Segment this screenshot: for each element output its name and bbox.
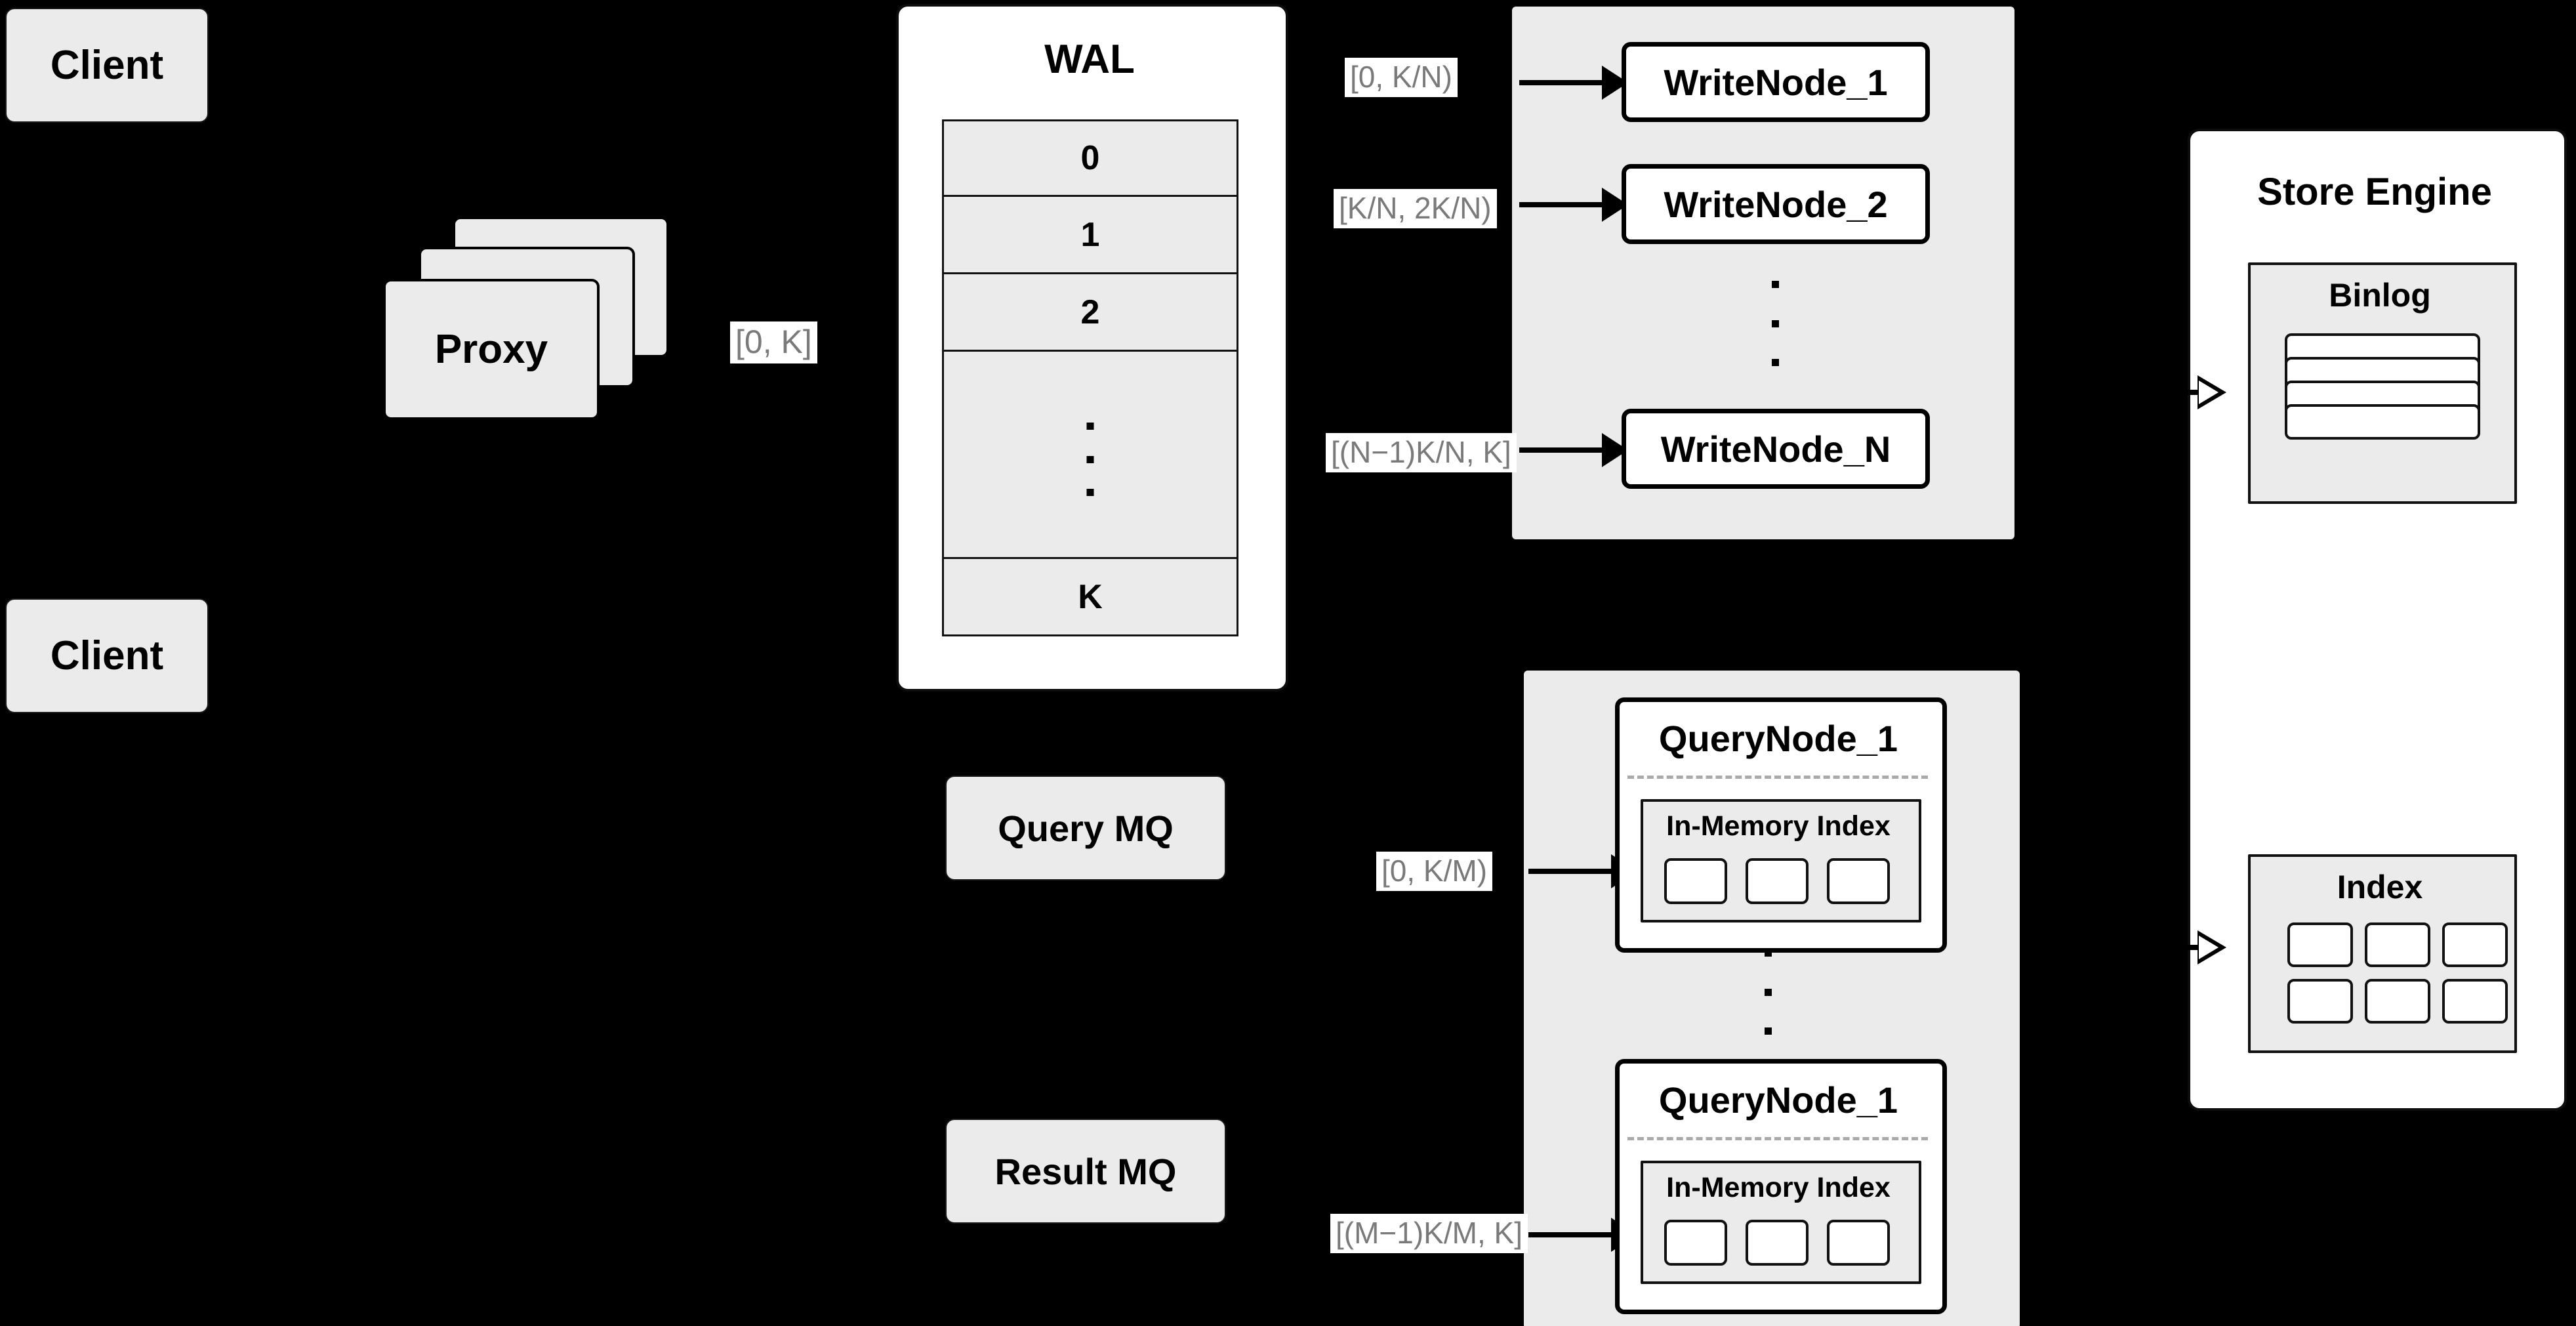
write-node-2-label: WriteNode_2 [1664, 183, 1888, 225]
arrow-line-write-node-1 [1519, 80, 1605, 85]
result-mq-box[interactable]: Result MQ [945, 1119, 1226, 1224]
query-mq-box[interactable]: Query MQ [945, 776, 1226, 881]
arrow-line-index-feed [2158, 945, 2201, 950]
wal-title-text: WAL [1044, 36, 1135, 82]
query-node-1-segment-1[interactable] [1664, 858, 1727, 904]
result-mq-label: Result MQ [994, 1150, 1177, 1192]
index-title: Index [2251, 867, 2509, 907]
arrow-line-write-node-n [1519, 447, 1605, 453]
write-node-1-label: WriteNode_1 [1664, 61, 1888, 103]
client-1-label: Client [50, 43, 164, 88]
edge-label-write-node-n: [(N−1)K/N, K] [1326, 433, 1517, 472]
query-node-m-title-text: QueryNode_1 [1658, 1079, 1898, 1121]
wal-title: WAL [896, 33, 1283, 85]
query-node-1-segment-3[interactable] [1827, 858, 1890, 904]
write-node-2[interactable]: WriteNode_2 [1622, 164, 1930, 244]
binlog-box: Binlog [2248, 262, 2517, 504]
index-cell-3[interactable] [2442, 922, 2508, 967]
write-node-n-label: WriteNode_N [1660, 428, 1891, 470]
edge-label-proxy-to-wal-text: [0, K] [735, 323, 812, 360]
edge-label-query-node-1: [0, K/M) [1376, 852, 1493, 891]
query-node-1-title: QueryNode_1 [1620, 715, 1937, 761]
edge-label-query-node-1-text: [0, K/M) [1381, 854, 1488, 888]
wal-row-2-label: 2 [1080, 293, 1100, 331]
arrow-line-query-node-m [1528, 1232, 1614, 1237]
client-box-1[interactable]: Client [5, 8, 209, 123]
edge-label-query-node-m: [(M−1)K/M, K] [1330, 1214, 1528, 1253]
client-2-label: Client [50, 633, 164, 678]
index-cell-4[interactable] [2287, 979, 2353, 1024]
index-cell-2[interactable] [2365, 922, 2430, 967]
store-engine-title-text: Store Engine [2257, 170, 2492, 213]
arrow-line-write-node-2 [1519, 202, 1605, 207]
index-box: Index [2248, 854, 2517, 1053]
edge-label-write-node-2: [K/N, 2K/N) [1334, 189, 1497, 228]
query-node-m-memory-index-title-text: In-Memory Index [1666, 1171, 1891, 1203]
query-node-m-divider [1627, 1137, 1928, 1140]
write-node-1[interactable]: WriteNode_1 [1622, 42, 1930, 122]
wal-row-0[interactable]: 0 [942, 119, 1238, 197]
proxy-box[interactable]: Proxy [383, 279, 600, 420]
index-cell-5[interactable] [2365, 979, 2430, 1024]
query-node-m-segment-3[interactable] [1827, 1220, 1890, 1266]
proxy-stack[interactable]: Proxy [380, 217, 689, 433]
query-node-m[interactable]: QueryNode_1 In-Memory Index [1615, 1059, 1947, 1314]
wal-row-k-label: K [1078, 577, 1103, 616]
index-cell-1[interactable] [2287, 922, 2353, 967]
query-node-1-title-text: QueryNode_1 [1658, 717, 1898, 759]
arrow-line-binlog-feed [2158, 390, 2201, 395]
client-box-2[interactable]: Client [5, 598, 209, 713]
wal-row-0-label: 0 [1080, 139, 1100, 177]
edge-label-proxy-to-wal: [0, K] [730, 321, 817, 363]
write-node-n[interactable]: WriteNode_N [1622, 409, 1930, 489]
query-node-1-segment-2[interactable] [1746, 858, 1809, 904]
store-engine-title: Store Engine [2188, 165, 2562, 218]
proxy-label: Proxy [434, 327, 548, 372]
query-mq-label: Query MQ [998, 807, 1174, 849]
edge-label-write-node-2-text: [K/N, 2K/N) [1339, 191, 1492, 225]
wal-ellipsis-icon [1086, 423, 1094, 496]
wal-table: 0 1 2 K [942, 119, 1238, 636]
query-node-m-title: QueryNode_1 [1620, 1077, 1937, 1123]
edge-label-write-node-1: [0, K/N) [1345, 58, 1458, 97]
query-node-1-memory-index-title-text: In-Memory Index [1666, 810, 1891, 842]
binlog-title: Binlog [2251, 276, 2509, 315]
wal-row-2[interactable]: 2 [942, 274, 1238, 352]
query-cluster-ellipsis-icon [1765, 949, 1772, 1035]
binlog-title-text: Binlog [2329, 277, 2431, 314]
query-node-m-segment-2[interactable] [1746, 1220, 1809, 1266]
edge-label-query-node-m-text: [(M−1)K/M, K] [1336, 1216, 1523, 1250]
query-node-1-divider [1627, 776, 1928, 779]
wal-row-ellipsis [942, 352, 1238, 559]
edge-label-write-node-1-text: [0, K/N) [1350, 60, 1452, 94]
edge-label-write-node-n-text: [(N−1)K/N, K] [1331, 435, 1511, 469]
arrow-head-binlog-feed [2198, 375, 2226, 409]
arrow-head-index-feed [2198, 930, 2226, 964]
binlog-entry-4[interactable] [2285, 404, 2480, 440]
query-node-m-memory-index-title: In-Memory Index [1643, 1170, 1913, 1205]
arrow-line-query-node-1 [1528, 869, 1614, 874]
query-node-m-memory-index: In-Memory Index [1641, 1161, 1921, 1284]
index-cell-6[interactable] [2442, 979, 2508, 1024]
query-node-1-memory-index-title: In-Memory Index [1643, 808, 1913, 844]
wal-row-1[interactable]: 1 [942, 197, 1238, 274]
query-node-1-memory-index: In-Memory Index [1641, 799, 1921, 922]
query-node-1[interactable]: QueryNode_1 In-Memory Index [1615, 697, 1947, 953]
wal-row-k[interactable]: K [942, 559, 1238, 636]
wal-row-1-label: 1 [1080, 215, 1100, 254]
index-title-text: Index [2337, 869, 2423, 905]
query-node-m-segment-1[interactable] [1664, 1220, 1727, 1266]
write-cluster-ellipsis-icon [1772, 281, 1779, 366]
